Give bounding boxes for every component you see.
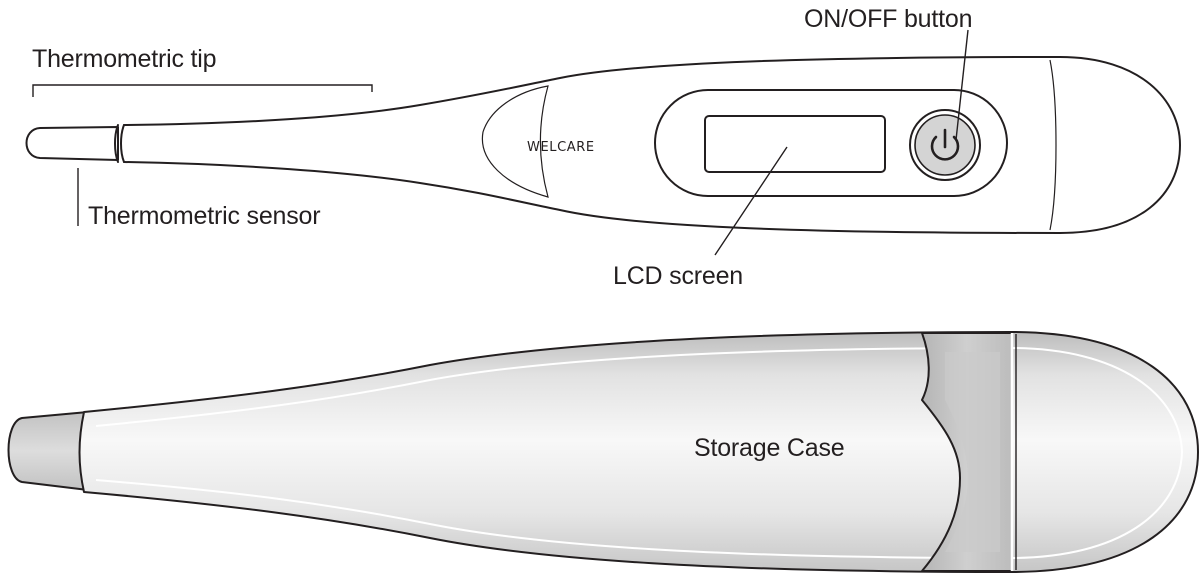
end-band [1049, 59, 1057, 231]
on-off-button-label: ON/OFF button [804, 5, 972, 33]
case-inner-highlight [95, 346, 1184, 560]
tip-collar-band [120, 124, 125, 163]
on-off-button[interactable] [909, 109, 981, 181]
on-off-button-leader [955, 29, 969, 141]
thermometric-tip-bracket [32, 84, 373, 97]
lcd-screen [704, 115, 886, 173]
power-icon [930, 128, 960, 161]
thermometer: WELCARE Thermometric tip Thermometric se… [25, 5, 1181, 290]
case-band-inner [945, 352, 1000, 552]
lcd-screen-label: LCD screen [613, 262, 743, 290]
thermometric-tip-cap [25, 126, 119, 161]
grip-panel [481, 85, 549, 198]
lcd-screen-leader [714, 146, 788, 256]
case-tip-cap [7, 411, 89, 491]
tip-collar [114, 124, 119, 163]
thermometric-sensor-label: Thermometric sensor [88, 202, 320, 230]
display-module [654, 89, 1008, 197]
storage-case: Storage Case [7, 331, 1199, 573]
brand-logo: WELCARE [527, 140, 595, 155]
thermometer-body [123, 56, 1181, 234]
storage-case-label: Storage Case [694, 434, 844, 462]
thermometric-tip-label: Thermometric tip [32, 45, 216, 73]
case-body [78, 331, 1199, 573]
